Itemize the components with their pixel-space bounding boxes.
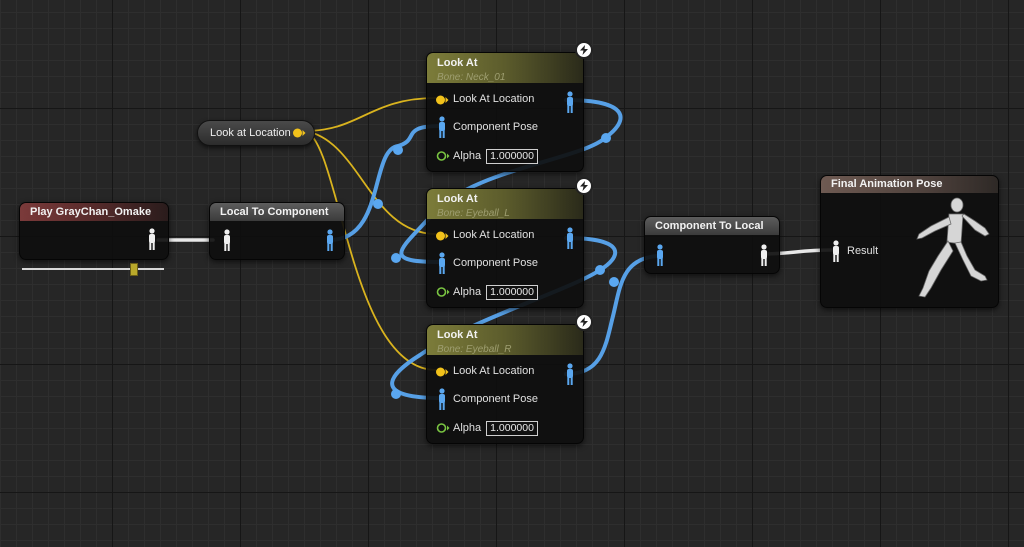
person-icon[interactable] bbox=[565, 91, 575, 113]
lightning-bolt-icon bbox=[575, 177, 593, 195]
node-header: Look At Bone: Eyeball_R bbox=[427, 325, 583, 355]
component-pose-pin-label: Component Pose bbox=[453, 393, 538, 405]
node-title: Look At bbox=[437, 329, 478, 341]
wire-reroute-knot-4 bbox=[391, 253, 401, 263]
alpha-pin-label: Alpha bbox=[453, 422, 482, 434]
wire-location-to-eyeball-l bbox=[304, 130, 437, 235]
person-icon[interactable] bbox=[222, 229, 232, 251]
person-icon[interactable] bbox=[565, 363, 575, 385]
node-header: Look At Bone: Eyeball_L bbox=[427, 189, 583, 219]
person-icon[interactable] bbox=[437, 388, 447, 410]
look-at-location-variable[interactable]: Look at Location bbox=[197, 120, 315, 146]
look-at-neck-node[interactable]: Look At Bone: Neck_01 Look At Location C… bbox=[426, 41, 593, 172]
person-icon[interactable] bbox=[565, 227, 575, 249]
float-pin-icon[interactable] bbox=[436, 286, 450, 298]
bone-label: Bone: Neck_01 bbox=[437, 72, 506, 83]
wire-ltc-to-neck bbox=[328, 124, 442, 242]
component-pose-pin-label: Component Pose bbox=[453, 121, 538, 133]
alpha-pin-label: Alpha bbox=[453, 150, 482, 162]
running-mannequin-icon bbox=[916, 197, 990, 298]
node-title: Local To Component bbox=[210, 203, 344, 221]
variable-label: Look at Location bbox=[210, 127, 291, 139]
alpha-value-field[interactable]: 1.000000 bbox=[486, 285, 538, 300]
look-at-eyeball-l-node[interactable]: Look At Bone: Eyeball_L Look At Location… bbox=[426, 177, 593, 308]
alpha-row: Alpha 1.000000 bbox=[453, 285, 538, 300]
vector-pin-icon[interactable] bbox=[435, 366, 449, 378]
look-at-location-pin-label: Look At Location bbox=[453, 93, 535, 105]
wire-reroute-knot-2 bbox=[393, 145, 403, 155]
node-title: Component To Local bbox=[645, 217, 779, 235]
play-rate-slider[interactable] bbox=[22, 263, 164, 276]
person-icon[interactable] bbox=[325, 229, 335, 251]
wire-eyeball-l-to-eyeball-r bbox=[390, 236, 618, 400]
node-title: Look At bbox=[437, 57, 478, 69]
component-to-local-node[interactable]: Component To Local bbox=[644, 216, 780, 274]
play-animation-node[interactable]: Play GrayChan_Omake bbox=[19, 202, 169, 260]
vector-pin-icon[interactable] bbox=[435, 94, 449, 106]
person-icon[interactable] bbox=[437, 252, 447, 274]
final-animation-pose-node[interactable]: Final Animation Pose Result bbox=[820, 175, 999, 308]
vector-pin-icon[interactable] bbox=[435, 230, 449, 242]
alpha-value-field[interactable]: 1.000000 bbox=[486, 421, 538, 436]
person-icon[interactable] bbox=[831, 240, 841, 262]
alpha-value-field[interactable]: 1.000000 bbox=[486, 149, 538, 164]
wire-location-to-eyeball-r bbox=[304, 130, 437, 371]
person-icon[interactable] bbox=[437, 116, 447, 138]
wire-reroute-knot-6 bbox=[391, 389, 401, 399]
wire-reroute-knot-3 bbox=[601, 133, 611, 143]
person-icon[interactable] bbox=[759, 244, 769, 266]
lightning-bolt-icon bbox=[575, 313, 593, 331]
alpha-row: Alpha 1.000000 bbox=[453, 149, 538, 164]
result-pin-label: Result bbox=[847, 245, 879, 257]
look-at-location-pin-label: Look At Location bbox=[453, 229, 535, 241]
bone-label: Bone: Eyeball_L bbox=[437, 208, 510, 219]
person-icon[interactable] bbox=[655, 244, 665, 266]
look-at-eyeball-r-node[interactable]: Look At Bone: Eyeball_R Look At Location… bbox=[426, 313, 593, 444]
lightning-bolt-icon bbox=[575, 41, 593, 59]
wire-location-to-neck bbox=[304, 97, 437, 132]
node-title: Look At bbox=[437, 193, 478, 205]
component-pose-pin-label: Component Pose bbox=[453, 257, 538, 269]
slider-thumb[interactable] bbox=[130, 263, 138, 276]
node-title: Play GrayChan_Omake bbox=[20, 203, 168, 221]
person-icon[interactable] bbox=[147, 228, 157, 250]
float-pin-icon[interactable] bbox=[436, 422, 450, 434]
alpha-row: Alpha 1.000000 bbox=[453, 421, 538, 436]
look-at-location-pin-label: Look At Location bbox=[453, 365, 535, 377]
wire-reroute-knot-7 bbox=[609, 277, 619, 287]
wire-reroute-knot-1 bbox=[373, 199, 383, 209]
vector-pin-icon[interactable] bbox=[292, 127, 306, 139]
wire-reroute-knot-5 bbox=[595, 265, 605, 275]
node-title: Final Animation Pose bbox=[821, 176, 998, 193]
wire-eyeball-r-to-ctl bbox=[564, 254, 660, 376]
local-to-component-node[interactable]: Local To Component bbox=[209, 202, 345, 260]
float-pin-icon[interactable] bbox=[436, 150, 450, 162]
bone-label: Bone: Eyeball_R bbox=[437, 344, 512, 355]
node-header: Look At Bone: Neck_01 bbox=[427, 53, 583, 83]
alpha-pin-label: Alpha bbox=[453, 286, 482, 298]
